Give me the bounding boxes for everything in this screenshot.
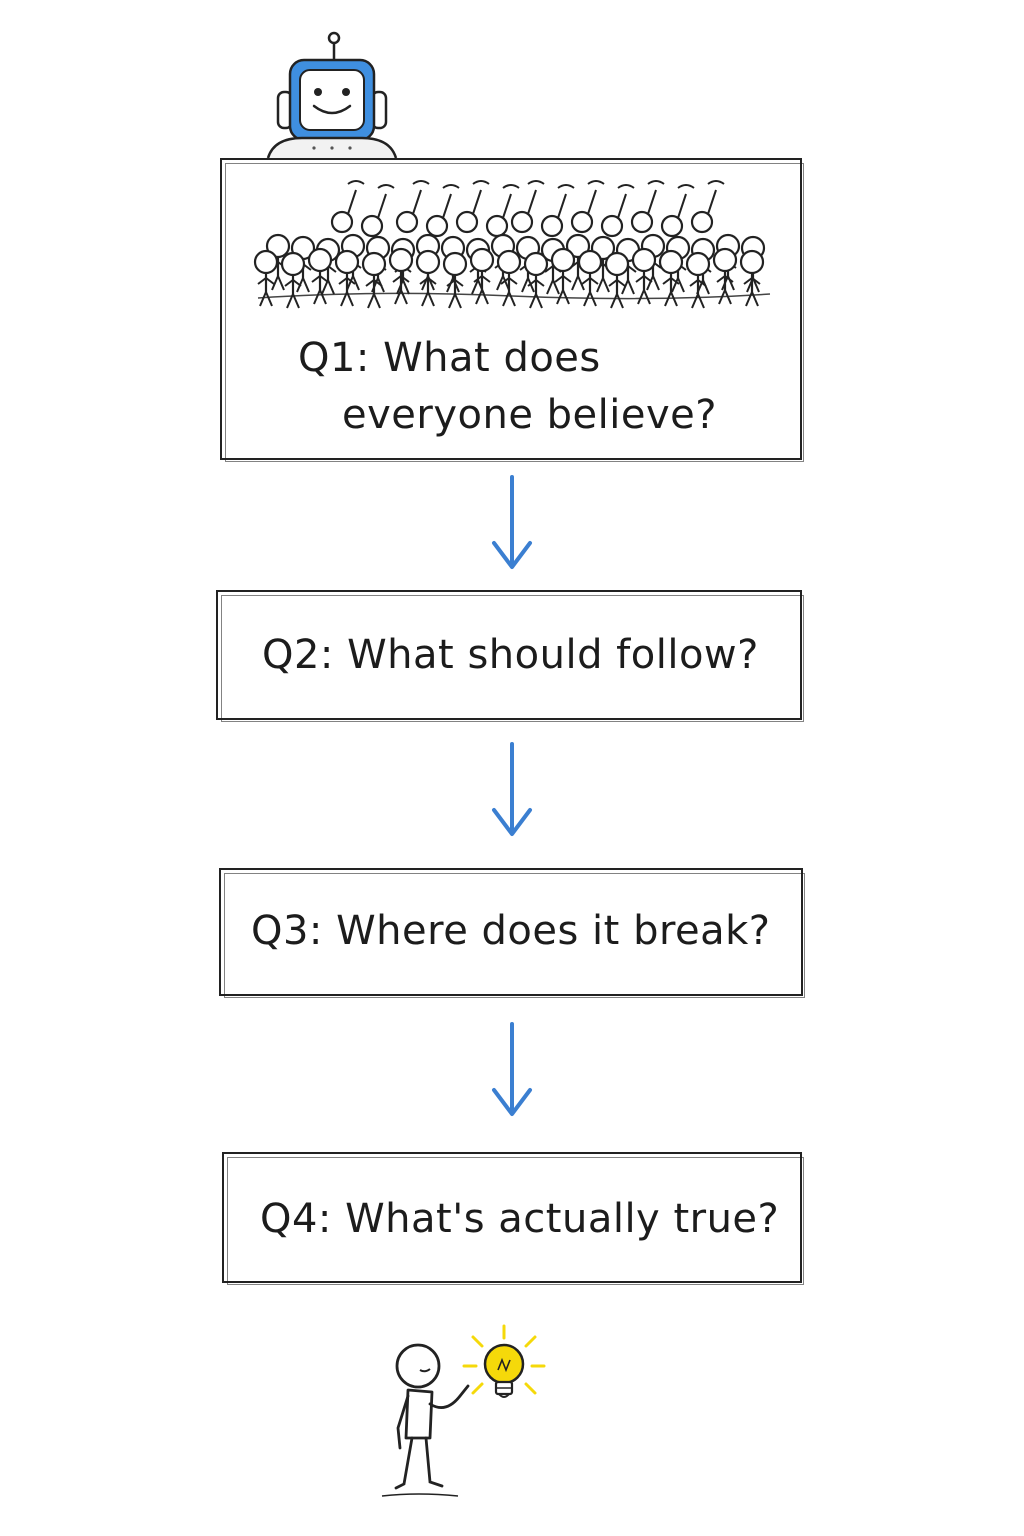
question-q1-line1: Q1: What does [298,335,601,381]
crowd-figure [572,181,604,232]
crowd-figure [363,253,385,308]
arrow-down-icon [487,473,537,573]
crowd-figure [692,181,724,232]
crowd-figure [741,251,763,306]
crowd-figure [417,251,439,306]
crowd-figure [687,253,709,308]
crowd-figure [542,185,574,236]
question-q3: Q3: Where does it break? [251,908,771,954]
robot-icon [262,26,402,162]
crowd-figure [552,249,574,304]
question-box-q4: Q4: What's actually true? [222,1152,802,1283]
crowd-figure [662,185,694,236]
crowd-figure [602,185,634,236]
crowd-figure [362,185,394,236]
crowd-illustration [222,160,804,320]
question-box-q3: Q3: Where does it break? [219,868,803,996]
question-q2: Q2: What should follow? [262,632,759,678]
arrow-down-icon [487,1020,537,1120]
arrow-down-icon [487,740,537,840]
question-box-q1: Q1: What does everyone believe? [220,158,802,460]
crowd-figure [427,185,459,236]
question-q4: Q4: What's actually true? [260,1196,779,1242]
crowd-figure [457,181,489,232]
crowd-figure [606,253,628,308]
crowd-figure [332,181,364,232]
crowd-figure [444,253,466,308]
question-q1-line2: everyone believe? [342,392,717,438]
question-box-q2: Q2: What should follow? [216,590,802,720]
crowd-figure [282,253,304,308]
crowd-figure [632,181,664,232]
crowd-ground [258,293,770,298]
crowd-figure [390,249,412,304]
crowd-figure [512,181,544,232]
crowd-figure [397,181,429,232]
person-with-lightbulb-icon [378,1320,568,1520]
